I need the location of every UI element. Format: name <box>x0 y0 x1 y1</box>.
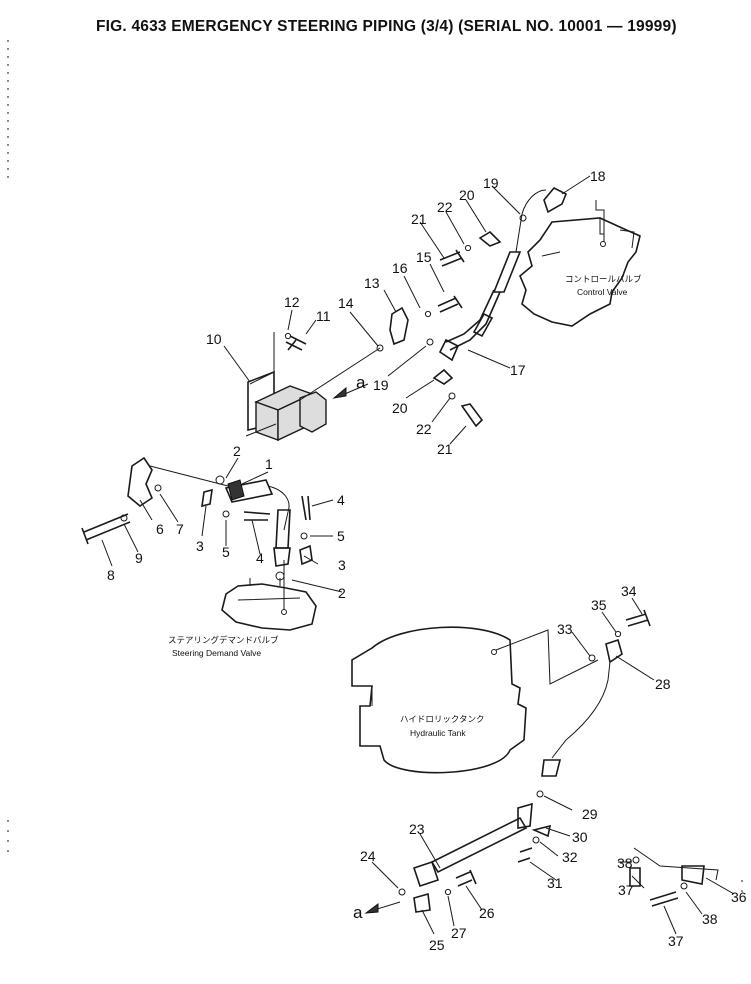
callout-12: 12 <box>284 294 300 310</box>
control-valve-label-en: Control Valve <box>577 287 628 297</box>
callout-34: 34 <box>621 583 637 599</box>
callout-9: 9 <box>135 550 143 566</box>
callout-5-right: 5 <box>337 528 345 544</box>
callout-8: 8 <box>107 567 115 583</box>
upper-return-tube <box>438 187 568 362</box>
page-edge-marks <box>7 40 743 900</box>
callout-4-left: 4 <box>256 550 264 566</box>
connection-mark-upper: a <box>356 373 366 392</box>
callout-11: 11 <box>316 308 331 324</box>
callout-3-left: 3 <box>196 538 204 554</box>
tank-label-en: Hydraulic Tank <box>410 728 466 738</box>
callout-numbers: 1 2 2 3 3 4 4 5 5 6 7 8 9 10 11 12 13 14… <box>107 168 747 953</box>
callout-15: 15 <box>416 249 432 265</box>
steering-tube-assembly <box>81 456 313 581</box>
manifold-block <box>245 332 381 442</box>
callout-26: 26 <box>479 905 495 921</box>
control-valve: コントロールバルブ Control Valve <box>519 200 642 327</box>
tank-label-jp: ハイドロリックタンク <box>400 714 485 724</box>
callout-7: 7 <box>176 521 184 537</box>
callout-2-lower: 2 <box>338 585 346 601</box>
callout-20-upper: 20 <box>459 187 475 203</box>
steering-valve-label-en: Steering Demand Valve <box>172 648 261 658</box>
callout-16: 16 <box>392 260 408 276</box>
callout-20-lower: 20 <box>392 400 408 416</box>
callout-6: 6 <box>156 521 164 537</box>
callout-5-left: 5 <box>222 544 230 560</box>
callout-38-upper: 38 <box>617 855 633 871</box>
callout-22-lower: 22 <box>416 421 432 437</box>
callout-10: 10 <box>206 331 222 347</box>
upper-fasteners <box>284 214 527 428</box>
callout-25: 25 <box>429 937 445 953</box>
callout-31: 31 <box>547 875 563 891</box>
hydraulic-tank: ハイドロリックタンク Hydraulic Tank <box>351 626 599 774</box>
callout-29: 29 <box>582 806 598 822</box>
callout-21-upper: 21 <box>411 211 427 227</box>
lower-tube-assembly <box>398 609 719 913</box>
leader-lines <box>101 175 591 593</box>
callout-14: 14 <box>338 295 354 311</box>
callout-32: 32 <box>562 849 578 865</box>
callout-38-lower: 38 <box>702 911 718 927</box>
figure-title: FIG. 4633 EMERGENCY STEERING PIPING (3/4… <box>96 18 677 35</box>
connection-mark-lower: a <box>353 903 363 922</box>
steering-valve-label-jp: ステアリングデマンドバルブ <box>168 635 279 645</box>
callout-1: 1 <box>265 456 273 472</box>
callout-23: 23 <box>409 821 425 837</box>
callout-4-right: 4 <box>337 492 345 508</box>
leader-lines-lower <box>371 597 735 935</box>
callout-13: 13 <box>364 275 380 291</box>
callout-35: 35 <box>591 597 607 613</box>
control-valve-label-jp: コントロールバルブ <box>565 274 642 284</box>
callout-22-upper: 22 <box>437 199 453 215</box>
callout-18: 18 <box>590 168 606 184</box>
callout-30: 30 <box>572 829 588 845</box>
callout-28: 28 <box>655 676 671 692</box>
callout-24: 24 <box>360 848 376 864</box>
callout-19-upper: 19 <box>483 175 499 191</box>
callout-33: 33 <box>557 621 573 637</box>
connection-marks: a a <box>332 373 401 922</box>
callout-2-upper: 2 <box>233 443 241 459</box>
steering-demand-valve: ステアリングデマンドバルブ Steering Demand Valve <box>168 560 317 658</box>
callout-27: 27 <box>451 925 467 941</box>
callout-37-lower: 37 <box>668 933 684 949</box>
callout-17: 17 <box>510 362 526 378</box>
callout-21-lower: 21 <box>437 441 453 457</box>
callout-36: 36 <box>731 889 747 905</box>
callout-19-lower: 19 <box>373 377 389 393</box>
callout-3-right: 3 <box>338 557 346 573</box>
callout-37-upper: 37 <box>618 882 634 898</box>
